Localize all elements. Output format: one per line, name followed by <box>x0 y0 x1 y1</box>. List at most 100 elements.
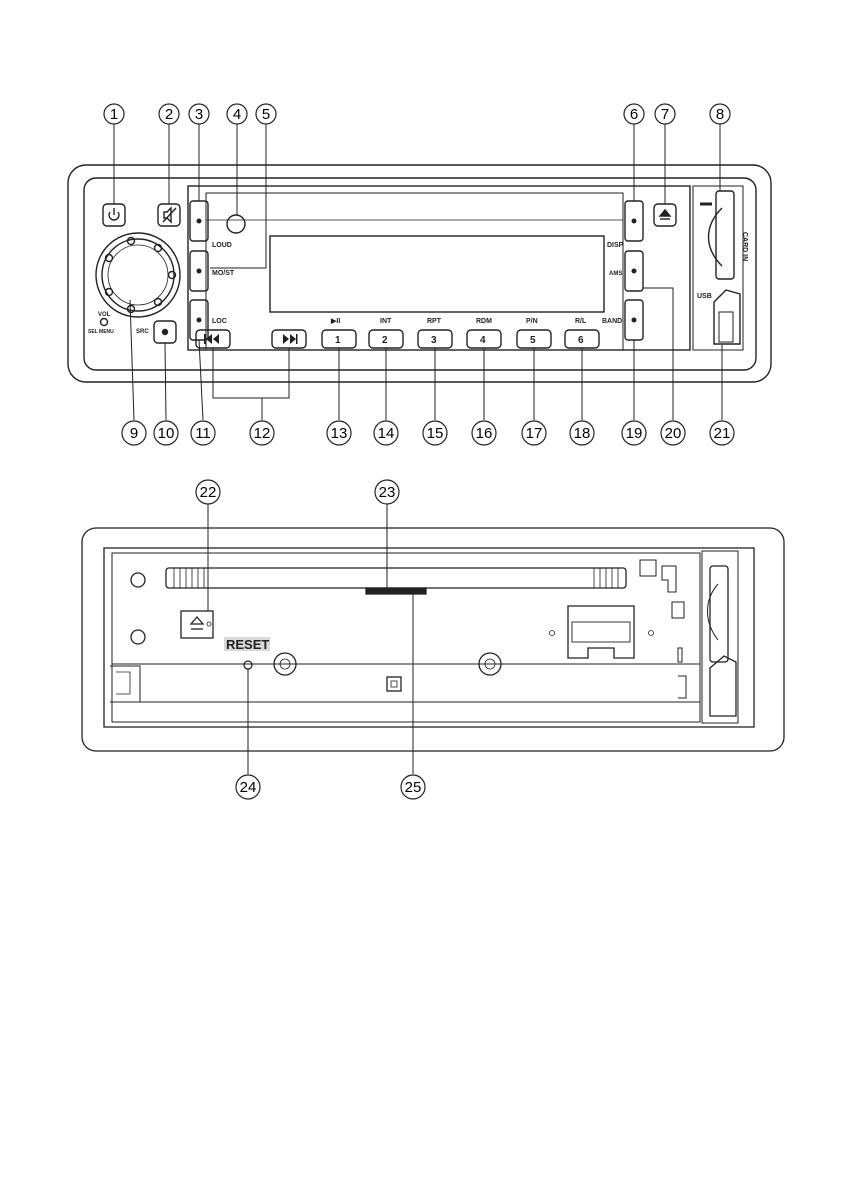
svg-text:8: 8 <box>716 106 724 123</box>
left-bracket <box>110 666 140 702</box>
callout-18: 18 <box>570 421 594 445</box>
callout-6: 6 <box>624 104 644 124</box>
svg-text:16: 16 <box>476 425 493 442</box>
ir-sensor <box>227 215 245 233</box>
right-clip-upper <box>640 560 656 576</box>
chassis-view <box>82 528 784 751</box>
callout-7: 7 <box>655 104 675 124</box>
preset-3-label: 3 <box>431 335 437 346</box>
callout-10: 10 <box>154 421 178 445</box>
svg-text:9: 9 <box>130 425 138 442</box>
callout-5: 5 <box>256 104 276 124</box>
card-slot[interactable] <box>716 191 734 279</box>
front-leader-lines <box>114 124 722 420</box>
knob-indicator-icon <box>101 319 108 326</box>
svg-text:13: 13 <box>331 425 348 442</box>
callout-24: 24 <box>236 775 260 799</box>
chassis-card-slot <box>710 566 728 662</box>
reset-button[interactable] <box>244 661 252 669</box>
connector-block <box>568 606 634 658</box>
sel-menu-label: SEL MENU <box>88 329 114 335</box>
loud-label: LOUD <box>212 242 232 249</box>
callout-23: 23 <box>375 480 399 504</box>
svg-text:10: 10 <box>158 425 175 442</box>
play-pause-label: ▶II <box>330 318 340 325</box>
callout-25: 25 <box>401 775 425 799</box>
chassis-bezel-outer <box>82 528 784 751</box>
front-panel-labels: LOUD MO/ST LOC DISP AMS BAND USB CARD IN… <box>88 232 748 346</box>
svg-text:12: 12 <box>254 425 271 442</box>
callout-1: 1 <box>104 104 124 124</box>
disc-slot-indicator <box>366 588 426 594</box>
mounting-hole-lower <box>131 630 145 644</box>
callout-2: 2 <box>159 104 179 124</box>
svg-text:25: 25 <box>405 779 422 796</box>
front-panel <box>68 165 771 382</box>
preset-4-label: 4 <box>480 335 486 346</box>
center-clip <box>387 677 401 691</box>
usb-port[interactable] <box>719 312 733 342</box>
disc-slot[interactable] <box>166 568 626 588</box>
chassis-side-port-area <box>702 551 738 723</box>
svg-text:11: 11 <box>195 425 211 442</box>
next-track-icon <box>283 334 298 344</box>
mounting-hole-upper <box>131 573 145 587</box>
svg-text:20: 20 <box>665 425 682 442</box>
svg-text:18: 18 <box>574 425 591 442</box>
front-bezel-inner <box>84 178 756 370</box>
usb-port-cover[interactable] <box>714 290 740 344</box>
svg-text:2: 2 <box>165 106 173 123</box>
card-slot-curve <box>709 208 723 266</box>
svg-text:7: 7 <box>661 106 669 123</box>
mute-icon <box>163 208 176 222</box>
volume-knob-face <box>108 245 168 305</box>
faceplate-inset <box>206 193 623 350</box>
eject-icon <box>191 617 203 629</box>
reset-label-box: RESET <box>224 637 270 652</box>
rpt-label: RPT <box>427 318 442 325</box>
int-label: INT <box>380 318 392 325</box>
callout-13: 13 <box>327 421 351 445</box>
vol-label: VOL <box>98 312 111 318</box>
knob-grip-dots <box>106 238 176 313</box>
callout-21: 21 <box>710 421 734 445</box>
callout-4: 4 <box>227 104 247 124</box>
slot-grille-right <box>594 568 618 588</box>
svg-text:24: 24 <box>240 779 257 796</box>
callout-19: 19 <box>622 421 646 445</box>
mo-st-label: MO/ST <box>212 270 235 277</box>
callout-14: 14 <box>374 421 398 445</box>
preset-2-label: 2 <box>382 335 388 346</box>
reset-label: RESET <box>226 637 269 652</box>
svg-text:15: 15 <box>427 425 444 442</box>
svg-text:22: 22 <box>200 484 217 501</box>
callout-15: 15 <box>423 421 447 445</box>
eject-icon <box>660 210 670 219</box>
callout-3: 3 <box>189 104 209 124</box>
usb-label: USB <box>697 293 712 300</box>
preset-6-label: 6 <box>578 335 584 346</box>
rdm-label: RDM <box>476 318 492 325</box>
src-label: SRC <box>136 329 149 335</box>
ams-label: AMS <box>609 271 622 277</box>
svg-text:3: 3 <box>195 106 203 123</box>
disp-label: DISP <box>607 242 624 249</box>
svg-text:21: 21 <box>714 425 731 442</box>
preset-1-label: 1 <box>335 335 341 346</box>
callout-16: 16 <box>472 421 496 445</box>
rl-label: R/L <box>575 318 587 325</box>
svg-text:19: 19 <box>626 425 643 442</box>
svg-text:4: 4 <box>233 106 241 123</box>
svg-text:6: 6 <box>630 106 638 123</box>
callout-12: 12 <box>250 421 274 445</box>
svg-text:1: 1 <box>110 106 118 123</box>
svg-text:23: 23 <box>379 484 396 501</box>
chassis-usb-cover <box>710 656 736 716</box>
lcd-display <box>270 236 604 312</box>
side-port-area <box>693 186 743 350</box>
volume-knob-outer[interactable] <box>96 233 180 317</box>
slot-grille-left <box>174 568 204 588</box>
callout-9: 9 <box>122 421 146 445</box>
volume-knob-ring <box>102 239 174 311</box>
